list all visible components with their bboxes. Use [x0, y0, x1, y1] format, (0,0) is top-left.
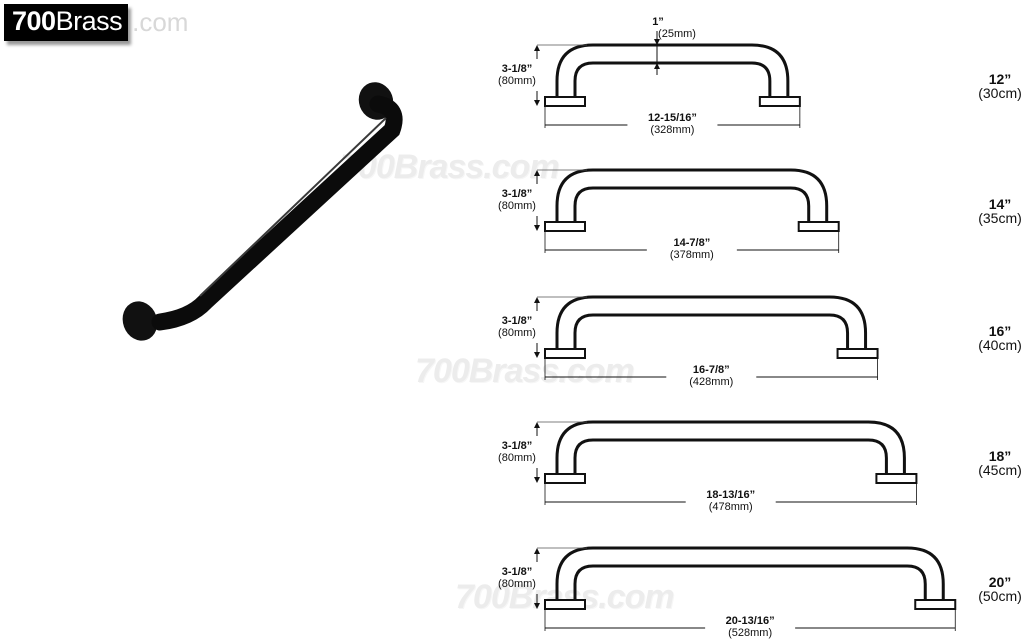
brand-logo: 700Brass .com — [4, 2, 188, 42]
width-label-bg — [646, 236, 737, 256]
flange-right — [875, 473, 918, 484]
dimension-diagram: 3-1/8”(80mm) 20-13/16”(528mm) 20”(50cm) — [498, 546, 1022, 639]
width-inches-label: 18-13/16” — [706, 489, 755, 501]
height-inches-label: 3-1/8” — [502, 63, 533, 75]
width-inches-label: 20-13/16” — [726, 615, 775, 627]
width-inches-label: 12-15/16” — [648, 112, 697, 124]
size-inches-label: 16” — [989, 323, 1012, 339]
flange-right — [797, 221, 840, 232]
size-cm-label: (40cm) — [978, 337, 1022, 353]
bar-inner-outline — [573, 313, 850, 349]
dimension-diagram: 3-1/8”(80mm) 14-7/8”(378mm) 14”(35cm) — [498, 168, 1022, 261]
flange-bottom — [122, 301, 158, 341]
flange-left — [544, 221, 586, 232]
grab-bar-highlight — [199, 117, 387, 297]
size-inches-label: 14” — [989, 196, 1012, 212]
width-inches-label: 14-7/8” — [674, 237, 711, 249]
width-label-bg — [685, 488, 776, 508]
height-mm-label: (80mm) — [498, 200, 536, 212]
dimension-diagram: 3-1/8”(80mm) 12-15/16”(328mm) 12”(30cm) 1”(… — [498, 16, 1022, 136]
height-mm-label: (80mm) — [498, 578, 536, 590]
height-mm-label: (80mm) — [498, 327, 536, 339]
flange-left — [544, 599, 586, 610]
flange-left — [544, 348, 586, 359]
width-label-bg — [705, 614, 796, 634]
size-cm-label: (30cm) — [978, 85, 1022, 101]
diameter-arrowheads — [654, 39, 660, 69]
flange-right — [914, 599, 957, 610]
bar-inner-outline — [573, 61, 772, 97]
logo-suffix: .com — [132, 6, 189, 37]
width-mm-label: (428mm) — [689, 376, 733, 388]
height-mm-label: (80mm) — [498, 452, 536, 464]
dimension-diagram: 3-1/8”(80mm) 18-13/16”(478mm) 18”(45cm) — [498, 420, 1022, 513]
size-inches-label: 20” — [989, 574, 1012, 590]
bar-inner-outline — [573, 564, 927, 600]
width-label-bg — [666, 363, 757, 383]
size-cm-label: (35cm) — [978, 210, 1022, 226]
height-inches-label: 3-1/8” — [502, 440, 533, 452]
grab-bar-photo — [122, 82, 403, 341]
bar-outer-outline — [555, 546, 945, 600]
size-inches-label: 18” — [989, 448, 1012, 464]
height-inches-label: 3-1/8” — [502, 315, 533, 327]
width-mm-label: (528mm) — [728, 627, 772, 639]
bar-outer-outline — [555, 43, 790, 97]
flange-right — [758, 96, 801, 107]
height-inches-label: 3-1/8” — [502, 566, 533, 578]
width-inches-label: 16-7/8” — [693, 364, 730, 376]
height-inches-label: 3-1/8” — [502, 188, 533, 200]
width-mm-label: (478mm) — [709, 501, 753, 513]
size-cm-label: (50cm) — [978, 588, 1022, 604]
flange-right — [836, 348, 879, 359]
bar-outer-outline — [555, 420, 906, 474]
grab-bar-tube — [151, 95, 403, 331]
bar-outer-outline — [555, 295, 868, 349]
width-mm-label: (328mm) — [650, 124, 694, 136]
watermark: 700Brass.com — [415, 352, 635, 390]
bar-inner-outline — [573, 438, 888, 474]
diameter-inches-label: 1” — [652, 16, 664, 28]
logo-number: 700 — [12, 5, 56, 36]
dimension-diagram: 3-1/8”(80mm) 16-7/8”(428mm) 16”(40cm) — [498, 295, 1022, 388]
height-mm-label: (80mm) — [498, 75, 536, 87]
width-mm-label: (378mm) — [670, 249, 714, 261]
bar-outer-outline — [555, 168, 829, 222]
flange-left — [544, 96, 586, 107]
width-label-bg — [627, 111, 718, 131]
bar-inner-outline — [573, 186, 811, 222]
size-inches-label: 12” — [989, 71, 1012, 87]
size-cm-label: (45cm) — [978, 462, 1022, 478]
flange-left — [544, 473, 586, 484]
diameter-mm-label: (25mm) — [658, 28, 696, 40]
logo-name: Brass — [55, 5, 123, 36]
